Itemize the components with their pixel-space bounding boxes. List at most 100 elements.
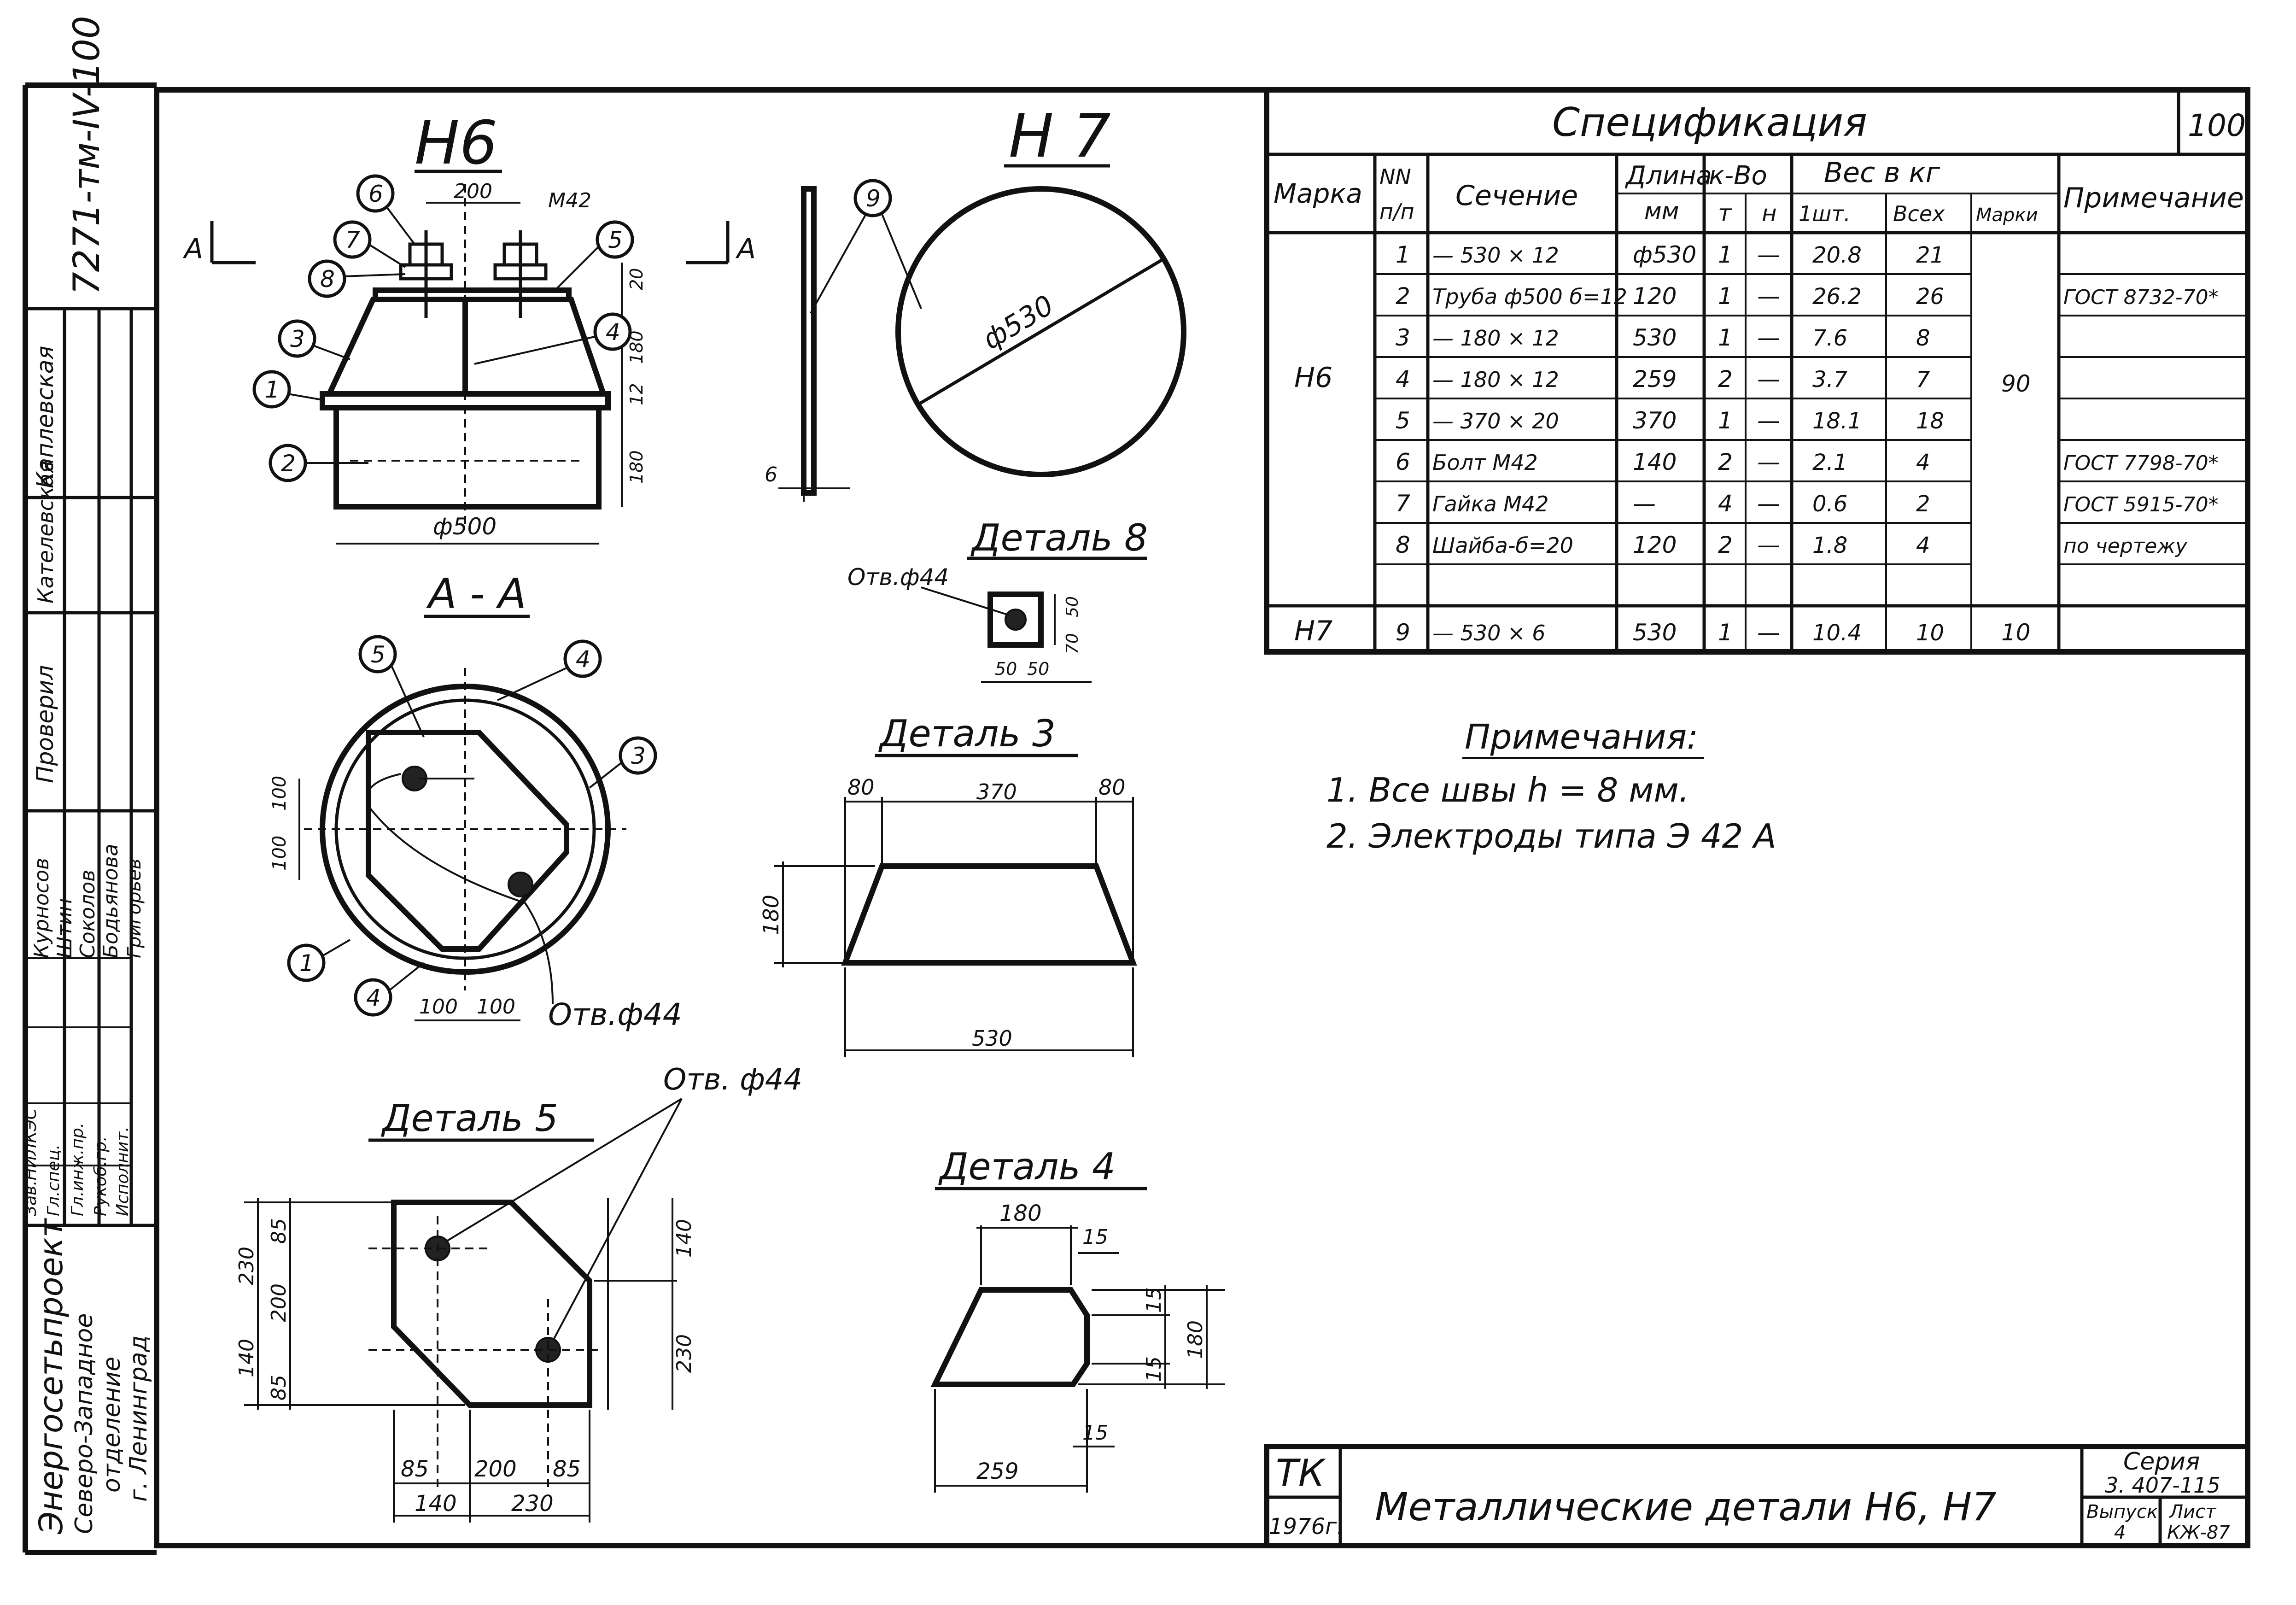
spec-cell-n: 9 [1396, 619, 1410, 646]
detail8-title: Деталь 8 [970, 516, 1148, 559]
section-callout-5: 5 [358, 635, 397, 674]
section-mark-right: А [735, 233, 756, 265]
tb-sheet-label: Лист [2168, 1501, 2217, 1523]
spec-cell-h: — [1757, 366, 1780, 392]
spec-cell-n: 2 [1396, 283, 1410, 310]
spec-mark-h6: Н6 [1294, 362, 1332, 394]
staff-name-2: Штин [53, 898, 76, 958]
org-line-2: Северо-Западное [70, 1313, 98, 1534]
spec-cell-n: 1 [1396, 241, 1410, 268]
org-line-4: г. Ленинград [125, 1336, 152, 1502]
h7-callout-9: 9 [853, 179, 892, 217]
spec-cell-t: 1 [1718, 283, 1733, 310]
detail4-dim-180b: 180 [1184, 1320, 1207, 1359]
drawing-h7: Н 7 ф530 9 6 [765, 101, 1186, 502]
h6-dim-500: ф500 [433, 513, 497, 540]
detail5-dim-85c: 85 [401, 1456, 429, 1482]
spec-mark-weight-h6: 90 [2001, 370, 2031, 397]
detail4-dim-259: 259 [976, 1459, 1019, 1484]
spec-sheet-no: 100 [2188, 108, 2246, 143]
drawing-h6: Н6 А А 200 М42 20 180 12 180 ф500 [182, 108, 756, 545]
spec-cell-h: — [1757, 532, 1780, 558]
detail5-title: Деталь 5 [381, 1097, 558, 1140]
detail4-title: Деталь 4 [938, 1145, 1116, 1188]
detail5-dim-140c: 140 [415, 1491, 457, 1517]
detail5-dim-140b: 140 [672, 1219, 696, 1258]
section-hole-label: Отв.ф44 [548, 997, 682, 1032]
spec-cell-length: 259 [1633, 366, 1677, 392]
spec-h-section: Сечение [1455, 180, 1578, 212]
spec-h-one: 1шт. [1799, 201, 1851, 226]
detail5-dim-230c: 230 [511, 1491, 554, 1517]
spec-title: Спецификация [1552, 100, 1867, 146]
h6-callout-1: 1 [252, 370, 291, 409]
svg-text:7: 7 [345, 227, 360, 253]
spec-cell-t: 1 [1718, 407, 1733, 434]
staff-name-5: Григорьев [124, 859, 145, 958]
detail5-dim-85d: 85 [553, 1456, 581, 1482]
side-stamp: 7271-тм-IV-100 Каплевская Кателевская Пр… [21, 16, 157, 1535]
h6-callout-6: 6 [356, 174, 395, 213]
detail3-dim-80b: 80 [1098, 775, 1126, 800]
spec-cell-wall: 18 [1916, 408, 1944, 434]
svg-text:3: 3 [290, 326, 305, 352]
spec-cell-n: 5 [1396, 407, 1410, 434]
spec-cell-length: 370 [1633, 407, 1677, 434]
tb-series-label: Серия [2123, 1448, 2200, 1476]
org-line-3: отделение [98, 1357, 126, 1493]
spec-cell-n: 4 [1396, 366, 1410, 392]
section-dim-100a: 100 [269, 776, 290, 811]
h6-callout-3: 3 [278, 319, 316, 358]
h7-title: Н 7 [1009, 101, 1111, 171]
spec-cell-w1: 18.1 [1812, 408, 1862, 434]
spec-cell-section: Гайка М42 [1432, 492, 1549, 516]
staff-role-1: Зав.НИЛКЭС [21, 1107, 40, 1216]
h6-callout-2: 2 [269, 444, 307, 482]
detail5-dim-200a: 200 [267, 1283, 291, 1322]
staff-name-1: Курносов [30, 858, 53, 958]
detail3-dim-80a: 80 [847, 775, 875, 800]
spec-h-qty: к-Во [1709, 161, 1767, 191]
spec-cell-t: 1 [1718, 619, 1733, 646]
h7-dim-6: 6 [765, 463, 777, 486]
spec-cell-n: 6 [1396, 449, 1410, 475]
svg-text:9: 9 [866, 185, 881, 212]
detail3-dim-530: 530 [972, 1026, 1012, 1051]
detail8-dim-50b: 50 [995, 659, 1017, 679]
h6-dim-180b: 180 [626, 450, 647, 484]
h6-dim-12: 12 [626, 383, 647, 405]
spec-cell-wall: 26 [1916, 284, 1944, 310]
spec-cell-wall: 21 [1916, 242, 1944, 268]
svg-text:1: 1 [265, 376, 280, 403]
svg-text:1: 1 [299, 950, 314, 977]
detail3-dim-370: 370 [976, 779, 1017, 804]
svg-text:3: 3 [631, 743, 646, 769]
notes: Примечания: 1. Все швы h = 8 мм. 2. Элек… [1326, 717, 1776, 855]
doc-code: 7271-тм-IV-100 [66, 16, 108, 295]
spec-cell-section: Болт М42 [1432, 450, 1538, 475]
spec-cell-h: — [1757, 283, 1780, 310]
svg-text:2: 2 [281, 450, 296, 477]
section-callout-1: 1 [287, 943, 326, 982]
spec-cell-section: — 370 × 20 [1432, 409, 1559, 433]
staff-role-3: Гл.инж.пр. [68, 1123, 87, 1216]
staff-name-3: Соколов [76, 870, 99, 958]
detail-4: Деталь 4 180 15 15 180 15 15 259 [930, 1145, 1225, 1493]
svg-text:5: 5 [608, 227, 623, 253]
spec-h-t: т [1718, 200, 1732, 227]
spec-h-pp: п/п [1379, 199, 1414, 224]
notes-title: Примечания: [1465, 717, 1698, 757]
detail8-hole: Отв.ф44 [847, 564, 949, 591]
spec-mark-h7: Н7 [1294, 615, 1332, 647]
spec-cell-wall: 8 [1916, 325, 1930, 351]
h6-dim-20: 20 [626, 268, 647, 290]
checker-name: Кателевская [33, 461, 58, 603]
section-mark-left: А [182, 233, 203, 265]
spec-cell-wall: 7 [1916, 367, 1930, 392]
spec-cell-n: 8 [1396, 532, 1410, 558]
spec-cell-length: 120 [1633, 532, 1677, 558]
spec-cell-section: — 180 × 12 [1432, 367, 1559, 392]
spec-cell-w1: 26.2 [1812, 284, 1862, 310]
svg-text:4: 4 [366, 984, 381, 1011]
